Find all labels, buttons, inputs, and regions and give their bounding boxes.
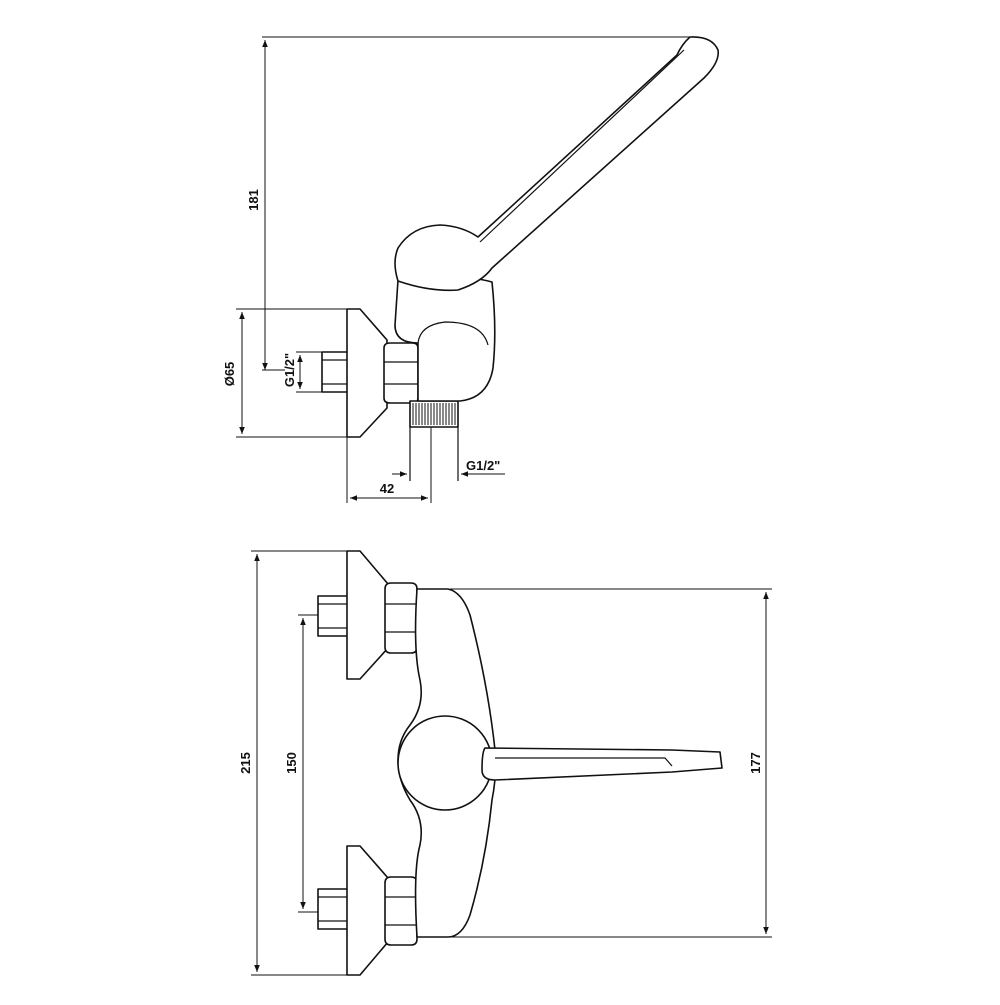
front-view: 215 150 177: [238, 550, 772, 976]
dimension-thread-outlet: G1/2": [392, 458, 505, 477]
dimension-thread-outlet-label: G1/2": [466, 458, 500, 473]
lever-knob-front: [397, 715, 493, 811]
lower-inlet-connector-front: [317, 888, 349, 930]
mixer-body-side: [394, 275, 496, 402]
lever-handle-ridge-front: [495, 757, 673, 767]
dimension-150: 150: [284, 614, 320, 913]
dimension-215-label: 215: [238, 752, 253, 774]
dimension-diameter-65-label: Ø65: [222, 362, 237, 387]
hex-nut-side: [383, 342, 419, 404]
inlet-connector: [321, 351, 349, 393]
dimension-181: 181: [246, 36, 690, 371]
dimension-177-label: 177: [748, 752, 763, 774]
dimension-thread-inlet: G1/2": [282, 351, 322, 393]
lower-wall-flange-front: [346, 845, 389, 976]
upper-wall-flange-front: [346, 550, 389, 680]
outlet-thread: [409, 400, 459, 481]
dimension-181-label: 181: [246, 189, 261, 211]
dimension-diameter-65: Ø65: [222, 308, 350, 438]
dimension-42: 42: [346, 427, 432, 503]
lever-handle-front: [481, 747, 723, 781]
mixer-body-detail-side: [417, 321, 489, 346]
wall-flange-side: [346, 308, 388, 438]
lever-handle-ridge-side: [479, 49, 685, 243]
lever-handle-side: [394, 36, 720, 292]
upper-hex-nut-front: [384, 582, 418, 654]
dimension-177: 177: [450, 588, 772, 938]
lower-hex-nut-front: [384, 876, 418, 946]
dimension-215: 215: [238, 550, 352, 976]
side-view: 181 Ø65 G1/2": [222, 36, 720, 503]
dimension-150-label: 150: [284, 752, 299, 774]
dimension-thread-inlet-label: G1/2": [282, 353, 297, 387]
dimension-42-label: 42: [380, 481, 394, 496]
upper-inlet-connector-front: [317, 595, 349, 637]
